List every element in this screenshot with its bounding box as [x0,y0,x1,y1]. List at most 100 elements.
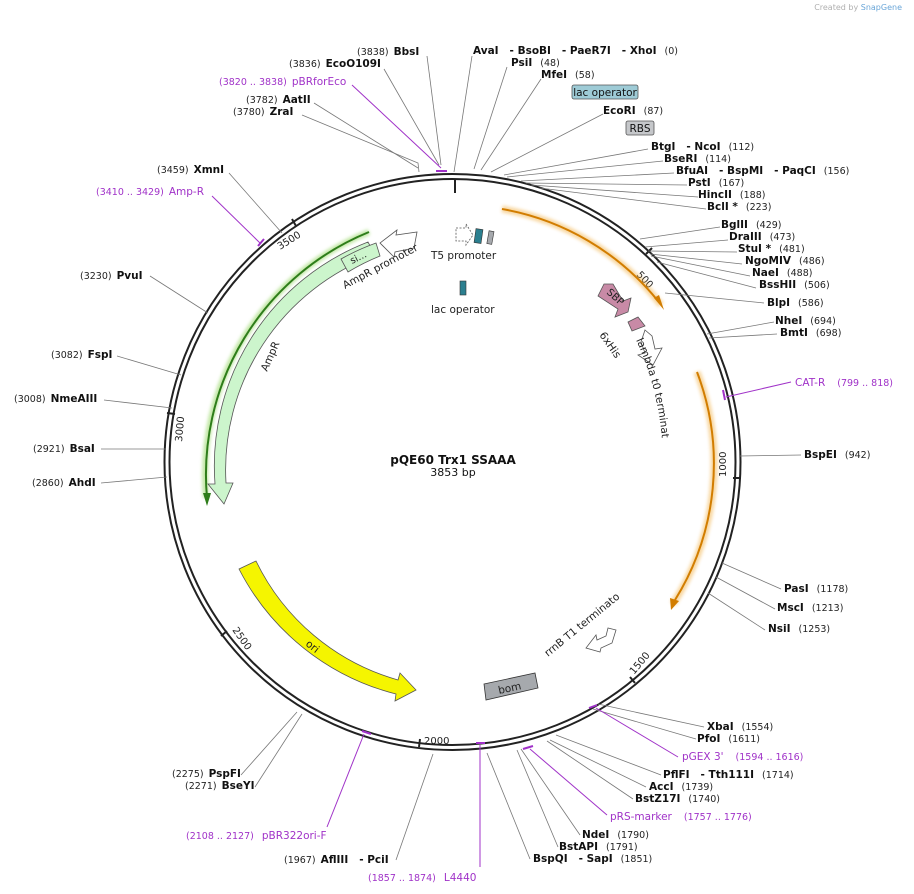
enzyme-label: BstZ17I(1740) [635,793,720,805]
primer-marker [722,389,726,401]
leader-line [520,172,675,182]
primer-label: (2108 .. 2127)pBR322ori-F [186,830,327,842]
leader-line [656,261,757,289]
enzyme-label: MfeI(58) [541,69,595,81]
leader-line [708,333,778,339]
orf-arc-top-arrowhead [654,295,664,310]
primer-leader-line [725,381,792,398]
tick-label-3000: 3000 [174,416,187,442]
rbs-box [625,120,655,136]
leader-line [664,292,765,304]
leader-line [721,562,782,590]
enzyme-label: NsiI(1253) [768,623,830,635]
enzyme-label: PflFI - Tth111I(1714) [663,769,794,781]
watermark-prefix: Created by [814,3,859,12]
lac-operator-block-inner [459,280,467,296]
primer-leader-line [529,748,608,816]
tick-mark [418,738,421,748]
leader-line [525,182,688,186]
tick-label-3500: 3500 [276,230,303,253]
leader-line [149,275,209,314]
bom-feature [483,672,539,701]
backbone-inner-ring [168,178,737,746]
leader-line [706,321,775,335]
ampr-feature [207,241,376,505]
tick-label-2000: 2000 [424,736,449,747]
primer-marker [361,730,372,735]
leader-line [549,739,647,788]
leader-line [715,576,776,610]
enzyme-label: (3782)AatII [246,94,311,106]
enzyme-leader-lines [100,55,802,861]
leader-line [546,740,634,800]
enzyme-label: PsiI(48) [511,57,560,69]
enzyme-label: (3230)PvuI [80,270,143,282]
enzyme-label: AccI(1739) [649,781,713,793]
enzyme-label: XbaI(1554) [707,721,773,733]
primer-label: CAT-R(799 .. 818) [795,377,893,389]
rbs-block [486,230,495,245]
leader-line [506,160,664,178]
enzyme-label: (2921)BsaI [33,443,95,455]
orf-arc-right [674,371,715,601]
ampr-arc [204,231,370,499]
leader-line [480,78,542,171]
primer-label: pGEX 3'(1594 .. 1616) [682,751,803,763]
orf-arc-top [501,208,659,302]
primer-leader-line [351,84,442,169]
enzyme-label: (2275)PspFI [172,768,241,780]
his-tag-label: 6xHis [597,330,624,361]
enzyme-label: BglII(429) [721,219,781,231]
ampr-promoter-arrow [379,229,418,258]
leader-line [650,255,751,277]
primer-leader-line [326,733,365,828]
leader-line [739,454,802,457]
primer-leader-line [595,707,679,758]
enzyme-label: BspQI - SapI(1851) [533,853,652,865]
tick-mark [166,412,176,415]
tick-mark [629,676,636,684]
leader-line [240,711,298,776]
enzyme-label: BclI *(223) [707,201,771,213]
enzyme-label: BstAPI(1791) [559,841,638,853]
lac-operator-box [571,84,639,100]
enzyme-label: AvaI - BsoBI - PaeR7I - XhoI(0) [473,45,678,57]
enzyme-label: BfuAI - BspMI - PaqCI(156) [676,165,849,177]
t5-promoter-arrow [455,222,474,247]
enzyme-label: NheI(694) [775,315,836,327]
plasmid-name: pQE60 Trx1 SSAAA [390,453,516,467]
enzyme-label: (3838)BbsI [357,46,419,58]
leader-line [383,68,440,166]
leader-line [473,66,508,170]
watermark-brand: SnapGene [860,3,902,12]
enzyme-label: (3008)NmeAIII [14,393,97,405]
leader-line [555,734,662,776]
lac-operator-inner-label: lac operator [431,304,495,316]
leader-line [592,708,697,740]
backbone-outer-ring [163,173,742,751]
enzyme-label: BssHII(506) [759,279,830,291]
snapgene-watermark: Created by SnapGene [814,3,902,12]
enzyme-label: PfoI(1611) [697,733,760,745]
tick-mark [291,218,297,227]
primer-marker [522,745,534,750]
enzyme-label: DraIII(473) [729,231,795,243]
signal-sequence [340,242,381,273]
primer-leader-lines [211,84,792,867]
enzyme-label: BspEI(942) [804,449,870,461]
enzyme-label: BtgI - NcoI(112) [651,141,754,153]
enzyme-label: HincII(188) [698,189,765,201]
enzyme-label: BlpI(586) [767,297,824,309]
rrnb-t1-terminator-arrow [585,627,617,653]
ampr-arc-arrowhead [203,493,211,506]
primer-marker [257,238,265,247]
enzyme-label: (1967)AflIII - PciI [284,854,389,866]
enzyme-label: PasI(1178) [784,583,848,595]
tick-label-1000: 1000 [718,452,729,477]
enzyme-label: BmtI(698) [780,327,841,339]
primer-label: pRS-marker(1757 .. 1776) [610,811,752,823]
orf-arc-top-glow [501,205,664,308]
enzyme-label: NaeI(488) [752,267,812,279]
enzyme-label: NgoMIV(486) [745,255,825,267]
